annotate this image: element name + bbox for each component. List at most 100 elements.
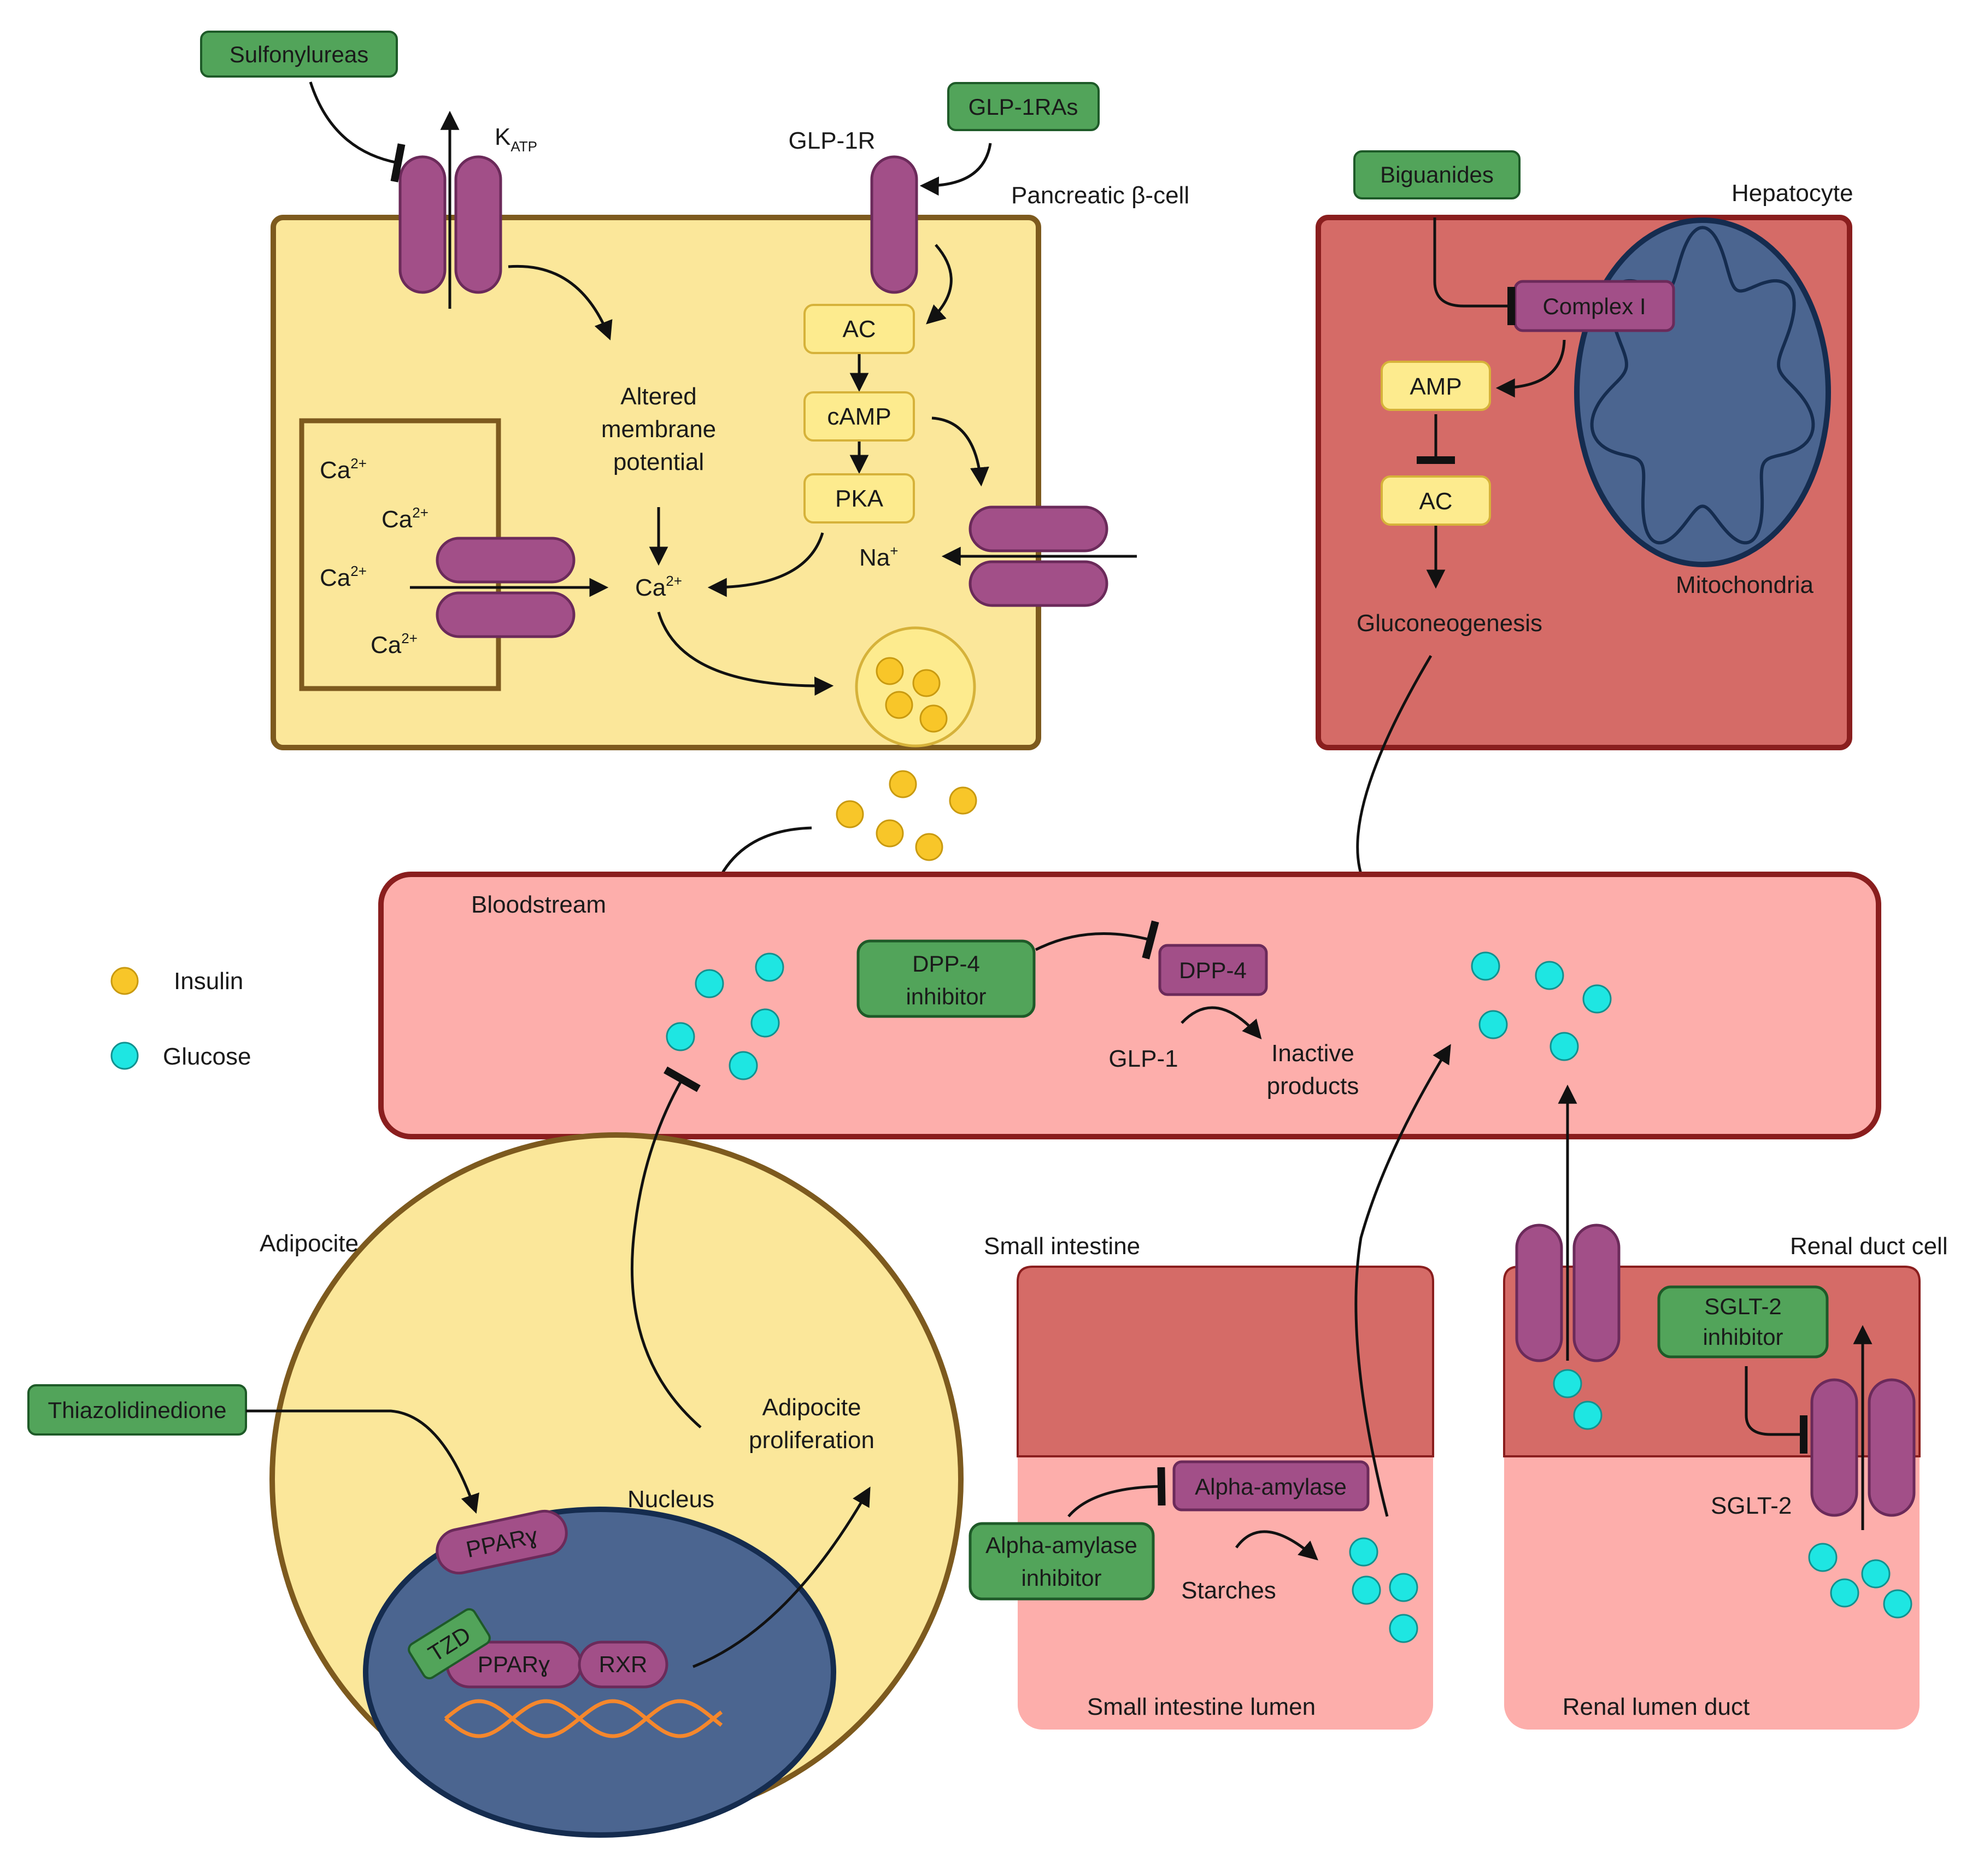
amp-box — [1381, 361, 1491, 411]
sglt2-inhibition — [1745, 1366, 1807, 1454]
hepatic-ac-label: AC — [1419, 488, 1452, 515]
bloodstream-title: Bloodstream — [471, 891, 606, 918]
renal-lumen-duct-label: Renal lumen duct — [1563, 1693, 1750, 1720]
glucose-molecule — [1389, 1614, 1418, 1643]
rxr-label: RXR — [599, 1651, 648, 1677]
glucose-molecule — [1535, 961, 1564, 990]
glp1-label: GLP-1 — [1108, 1045, 1178, 1072]
dpp4-inhibitor-box — [856, 939, 1036, 1018]
sulfonylureas-inhibition — [309, 81, 406, 183]
sodium-label: Na+ — [859, 543, 898, 571]
glucose-molecule — [755, 952, 784, 982]
glucose-molecule — [750, 1008, 780, 1038]
sodium-channel-bottom — [969, 560, 1108, 607]
biguanides-inhibition — [1433, 217, 1515, 325]
pka-box — [803, 473, 915, 524]
glucose-molecule — [1549, 1032, 1579, 1061]
calcium-to-vesicle-arrow — [657, 611, 834, 696]
glucose-molecule — [1861, 1559, 1891, 1589]
insulin-granule — [889, 770, 917, 798]
vesicle-insulin-granule — [912, 669, 941, 697]
insulin-granule — [949, 786, 977, 815]
vesicle-insulin-granule — [885, 691, 913, 719]
rxr-box — [578, 1640, 668, 1689]
glucose-molecule — [1830, 1578, 1859, 1608]
katp-channel-left — [398, 155, 447, 294]
calcium-label-2: Ca2+ — [381, 504, 429, 533]
amp-label: AMP — [1410, 373, 1462, 400]
calcium-label-3: Ca2+ — [320, 563, 367, 591]
glucose-molecule — [1808, 1543, 1838, 1572]
legend-glucose-label: Glucose — [163, 1043, 251, 1070]
beta-cell: Pancreatic β-cell Ca2+ Ca2+ Ca2+ Ca2+ Ca… — [271, 110, 1189, 750]
biguanides-label: Biguanides — [1380, 162, 1494, 187]
glucose-molecule — [1349, 1537, 1378, 1567]
small-intestine-title: Small intestine — [984, 1233, 1140, 1260]
complex-i-label: Complex I — [1542, 293, 1646, 319]
adipocyte: Adipocite Nucleus PPARɣ PPARɣ RXR TZD Ad… — [260, 1066, 964, 1838]
glucose-molecule — [1883, 1589, 1912, 1619]
glucose-molecule — [1573, 1401, 1603, 1430]
vesicle-insulin-granule — [919, 704, 948, 733]
glp1ras-label: GLP-1RAs — [969, 94, 1078, 120]
insulin-granule — [836, 800, 864, 828]
glucose-molecule — [666, 1022, 695, 1051]
glucose-molecule — [1582, 984, 1612, 1014]
dna-strand — [444, 1699, 723, 1738]
dpp4-enzyme-label: DPP-4 — [1179, 957, 1247, 983]
sglt2-label: SGLT-2 — [1711, 1492, 1792, 1519]
beta-cell-title: Pancreatic β-cell — [1011, 182, 1189, 209]
alpha-amylase-inhibition — [1067, 1467, 1166, 1518]
sglt2-transporter-right — [1868, 1378, 1916, 1517]
pka-to-calcium-arrow — [707, 532, 824, 597]
small-intestine-lumen-label: Small intestine lumen — [1087, 1693, 1316, 1720]
glucose-molecule — [695, 969, 724, 998]
ac-label: AC — [842, 316, 876, 343]
adenylyl-cyclase-box — [803, 304, 915, 354]
intestine-epithelium — [1017, 1266, 1434, 1457]
complex-i-to-amp-arrow — [1495, 339, 1566, 398]
gene-expression-arrow — [692, 1486, 871, 1668]
calcium-channel-bottom — [436, 591, 576, 638]
dpp4-enzyme-box — [1158, 944, 1268, 996]
hepatocyte-title: Hepatocyte — [1732, 180, 1853, 207]
katp-to-membrane-arrow — [508, 264, 613, 340]
renal-duct: Renal duct cell SGLT-2 Renal lumen duct — [1503, 1084, 1948, 1730]
calcium-label-1: Ca2+ — [320, 455, 367, 484]
cytosolic-calcium: Ca2+ — [635, 573, 682, 601]
camp-box — [803, 391, 915, 442]
nucleus-label: Nucleus — [627, 1486, 714, 1513]
ppar-inner-label: PPARɣ — [478, 1651, 550, 1677]
released-insulin — [836, 770, 977, 861]
glp1-receptor — [870, 155, 918, 294]
adipocyte-glucose-uptake — [630, 1066, 702, 1428]
vesicle-insulin-granule — [876, 657, 904, 685]
sodium-channel-top — [969, 505, 1108, 552]
glucose-molecule — [1553, 1369, 1582, 1398]
glucose-molecule — [729, 1051, 758, 1080]
glucose-transporter-right — [1572, 1224, 1621, 1362]
insulin-granule — [876, 819, 904, 848]
glucose-molecule — [1471, 951, 1500, 981]
gluconeogenesis-label: Gluconeogenesis — [1357, 610, 1542, 637]
glucose-molecule — [1352, 1575, 1381, 1605]
sulfonylureas-label: Sulfonylureas — [230, 42, 368, 67]
glp1ras-to-receptor-arrow — [919, 143, 992, 196]
hepatocyte: Hepatocyte Mitochondria Complex I AMP AC… — [1316, 180, 1853, 750]
alpha-amylase-inhibitor-box — [969, 1522, 1155, 1601]
glp1r-to-ac-arrow — [926, 244, 953, 325]
calcium-label-4: Ca2+ — [371, 630, 418, 658]
glucose-molecule — [1478, 1010, 1508, 1039]
ppar-outer-box — [436, 1509, 568, 1575]
hepatic-ac-box — [1381, 475, 1491, 526]
biguanides-box — [1353, 150, 1521, 199]
dna-strand — [444, 1699, 723, 1738]
